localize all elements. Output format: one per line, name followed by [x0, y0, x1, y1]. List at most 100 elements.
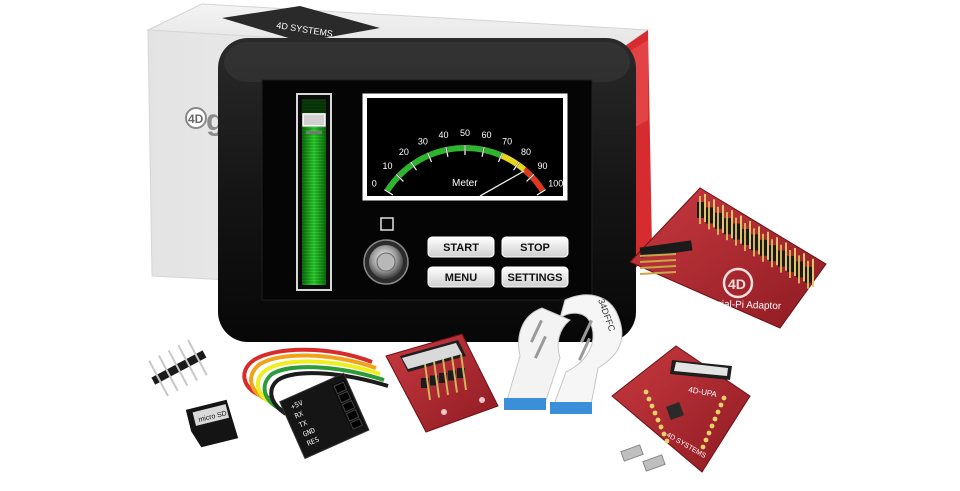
meter-scale-label: 50 — [460, 128, 470, 138]
meter-tick — [414, 158, 420, 165]
meter-tick — [511, 159, 517, 166]
meter-tick — [430, 150, 435, 158]
menu-button-label: MENU — [445, 272, 477, 284]
meter-tick — [526, 171, 532, 177]
ffc-board-pin-block — [430, 375, 438, 386]
meter-tick — [490, 149, 495, 156]
upa-pin-hole — [646, 396, 652, 402]
upa-pin-hole — [649, 403, 655, 409]
upa-pin-hole — [661, 431, 667, 437]
meter-tick — [437, 148, 442, 155]
header-block — [796, 261, 805, 278]
start-button[interactable]: START — [427, 236, 495, 258]
meter-tick — [411, 160, 417, 167]
meter-tick — [513, 161, 520, 171]
meter-tick — [395, 174, 404, 182]
slider-thumb[interactable] — [302, 113, 326, 127]
slider-gauge[interactable] — [296, 93, 332, 291]
meter-tick — [423, 153, 428, 161]
meter-scale-label: 0 — [372, 178, 377, 188]
meter-tick — [390, 179, 397, 185]
box-logo-mark: 4D — [188, 112, 204, 126]
meter-tick — [485, 147, 489, 154]
svg-text:4D: 4D — [728, 276, 746, 292]
meter-tick — [481, 146, 485, 157]
meter-tick — [516, 162, 522, 169]
upa-board: 4D-UPA 4D SYSTEMS — [611, 345, 751, 473]
meter-scale-label: 40 — [438, 130, 448, 140]
header-block — [760, 239, 769, 256]
meter-tick — [406, 163, 413, 170]
upa-pin-hole — [700, 444, 706, 450]
meter-tick — [520, 165, 527, 172]
upa-pin-hole — [703, 437, 709, 443]
meter-tick — [537, 185, 545, 191]
meter-tick — [524, 169, 531, 176]
meter-tick — [533, 179, 540, 185]
meter-tick — [527, 172, 534, 179]
start-button-label: START — [443, 242, 479, 254]
meter-scale-label: 20 — [399, 147, 409, 157]
upa-pin-hole — [721, 395, 727, 401]
ffc-board-pin — [460, 353, 467, 391]
header-block — [787, 256, 796, 272]
adaptor-logo-icon: 4D — [722, 267, 754, 299]
stop-button-label: STOP — [520, 242, 550, 254]
meter-scale-label: 80 — [521, 147, 531, 157]
ffc-board-pin — [424, 363, 431, 401]
connector-pin-rx: RX — [294, 409, 306, 420]
meter-tick — [396, 172, 403, 179]
meter-tick — [384, 187, 392, 193]
adaptor-side-pins — [639, 240, 693, 275]
meter-tick — [416, 157, 422, 164]
stop-button[interactable]: STOP — [501, 236, 569, 258]
meter-tick — [508, 157, 514, 164]
meter-tick — [513, 160, 519, 167]
checkbox[interactable] — [380, 217, 394, 231]
meter-tick — [500, 153, 506, 160]
meter-tick — [526, 174, 535, 182]
upa-chip — [666, 402, 684, 420]
header-block — [805, 266, 814, 283]
ffc-board-pin — [433, 361, 440, 398]
upa-pin-hole — [652, 410, 658, 416]
upa-pin-hole — [655, 417, 661, 423]
meter-tick — [424, 153, 430, 160]
meter-tick — [454, 145, 458, 152]
meter-tick — [419, 155, 425, 162]
ffc-board-pins — [421, 353, 467, 401]
meter-needle — [479, 170, 525, 197]
header-block — [742, 229, 751, 245]
header-block — [778, 250, 787, 267]
meter-tick — [519, 164, 525, 171]
meter-scale-label: 60 — [482, 130, 492, 140]
ffc-board-pin — [451, 356, 458, 393]
meter-tick — [427, 152, 433, 163]
upa-pin-hole — [643, 389, 649, 395]
meter-tick — [517, 163, 524, 170]
meter-tick — [495, 150, 500, 158]
meter-tick — [398, 171, 404, 177]
upa-pin-hole — [718, 402, 724, 408]
cable-connector: +5V RX TX GND RES — [279, 372, 370, 460]
menu-button[interactable]: MENU — [427, 266, 495, 288]
header-block — [751, 234, 760, 251]
ffc-board-pin-block — [421, 378, 429, 388]
usb-port-icon-2 — [642, 454, 666, 472]
meter-tick — [492, 149, 497, 156]
header-block — [769, 245, 778, 262]
meter-tick — [478, 146, 482, 153]
meter-tick — [504, 154, 509, 161]
slider-fill — [302, 126, 326, 286]
meter-tick — [507, 156, 512, 163]
upa-pin-hole — [712, 416, 718, 422]
meter-tick — [446, 146, 450, 153]
ffc-adapter-board — [385, 333, 499, 433]
meter-tick — [538, 187, 546, 193]
meter-tick — [480, 146, 484, 153]
round-knob-button[interactable] — [363, 239, 409, 285]
settings-button[interactable]: SETTINGS — [501, 266, 569, 288]
